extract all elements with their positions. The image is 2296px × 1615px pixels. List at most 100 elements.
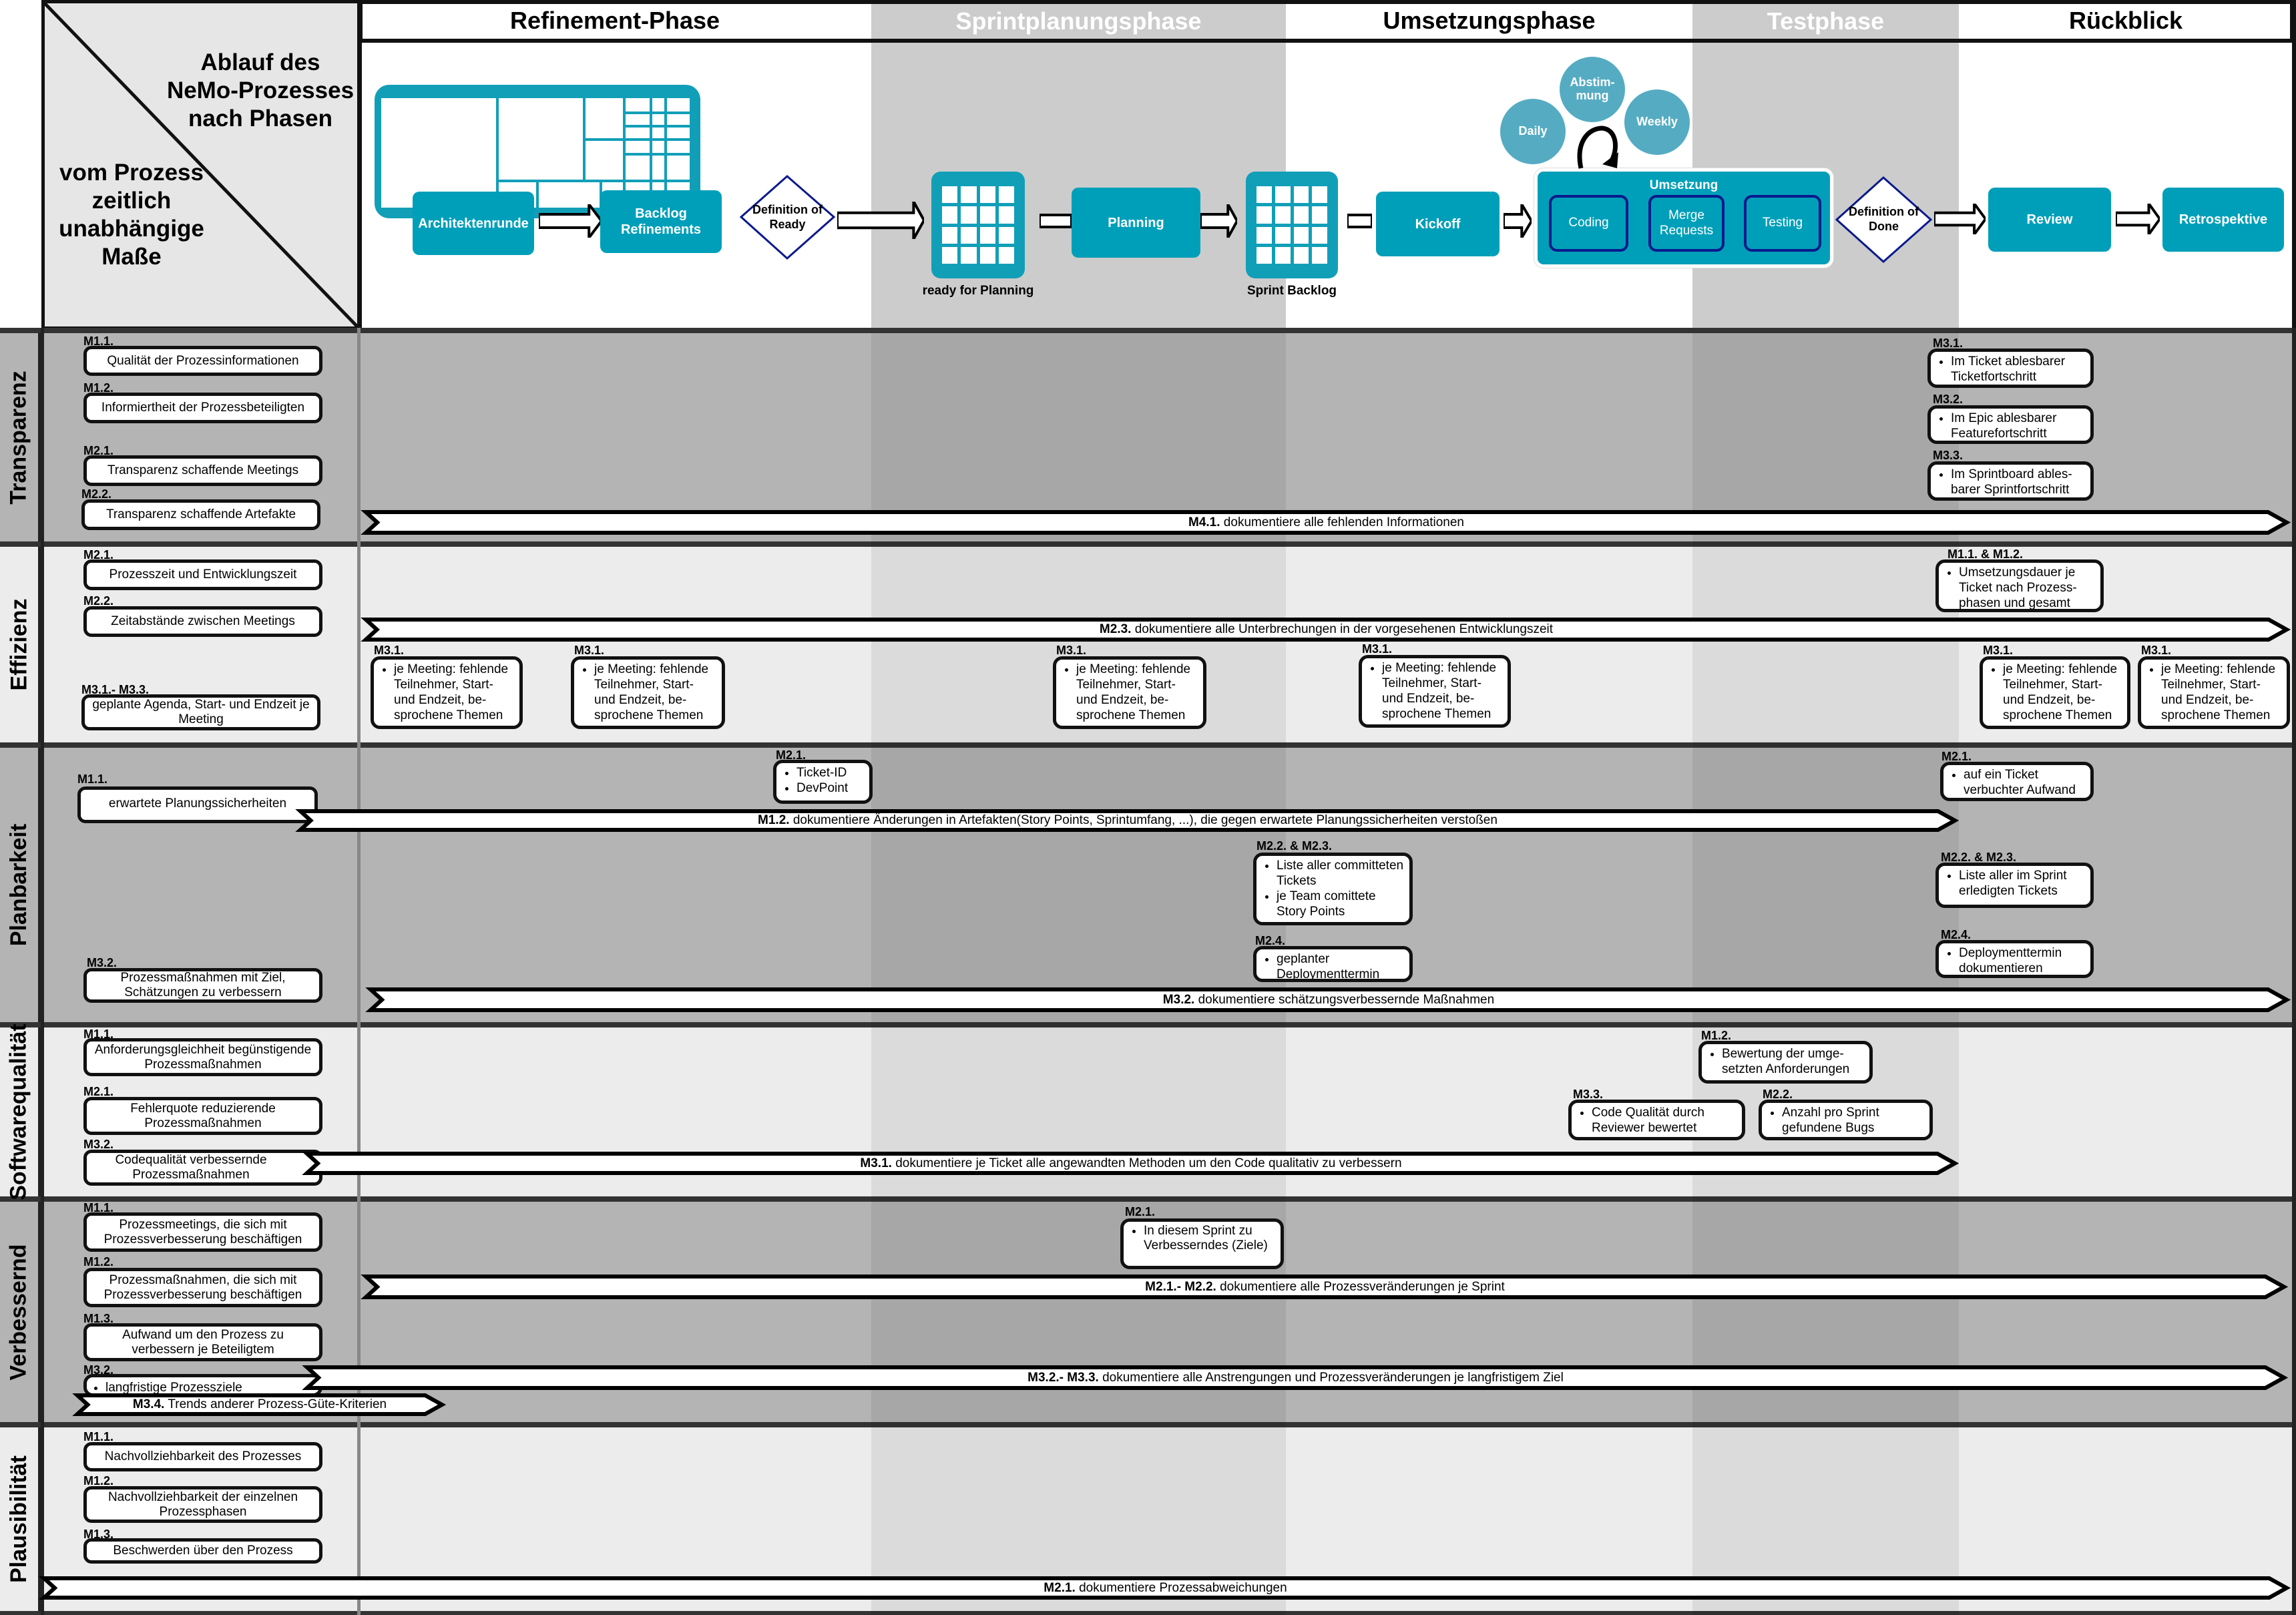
category-transparenz: Transparenz bbox=[0, 333, 41, 541]
coding-box: Coding bbox=[1549, 195, 1628, 252]
definition-of-done-label: Definition of Done bbox=[1849, 205, 1919, 233]
phase-header-umsetzung: Umsetzungsphase bbox=[1383, 6, 1596, 34]
band-arrow-shape bbox=[302, 1365, 2289, 1390]
band-arrow-shape bbox=[361, 510, 2291, 535]
note-box: Anzahl pro Sprint gefundene Bugs bbox=[1759, 1100, 1933, 1140]
note-bullet: Liste aller committeten Tickets bbox=[1277, 858, 1405, 889]
band-arrow-shape bbox=[365, 987, 2291, 1012]
metric-code: M1.3. bbox=[83, 1528, 114, 1541]
band-code: M1.2. bbox=[758, 813, 790, 827]
testphase-column-shade bbox=[1692, 333, 1959, 1615]
category-effizienz: Effizienz bbox=[0, 547, 41, 742]
metric-code: M3.1.- M3.3. bbox=[81, 683, 150, 696]
note-box: Code Qualität durch Reviewer bewertet bbox=[1568, 1100, 1745, 1140]
row-planbarkeit bbox=[0, 742, 2296, 1022]
note-bullet: je Meeting: fehlende Teilnehmer, Start- … bbox=[2003, 662, 2123, 723]
row-transparenz bbox=[0, 328, 2296, 541]
sprintplanung-column-shade bbox=[871, 333, 1286, 1615]
metric-code: M2.1. bbox=[83, 444, 114, 457]
note-code: M2.1. bbox=[1125, 1205, 1156, 1218]
note-code: M3.1. bbox=[1056, 644, 1087, 657]
note-bullet: Liste aller im Sprint erledigten Tickets bbox=[1959, 868, 2086, 899]
flow-arrow-icon bbox=[1200, 204, 1237, 238]
note-code: M2.1. bbox=[1941, 750, 1972, 763]
product-backlog-board-icon bbox=[375, 85, 700, 218]
note-box: Deploymenttermin dokumentieren bbox=[1935, 940, 2094, 978]
note-box: auf ein Ticket verbuchter Aufwand bbox=[1940, 762, 2094, 801]
note-box: je Meeting: fehlende Teilnehmer, Start- … bbox=[371, 656, 523, 729]
metric-box: Fehlerquote reduzierende Prozessmaßnahme… bbox=[83, 1097, 322, 1135]
flow-arrow-icon bbox=[1934, 204, 1986, 234]
note-bullet: je Meeting: fehlende Teilnehmer, Start- … bbox=[1382, 660, 1504, 722]
band-code: M3.1. bbox=[860, 1156, 892, 1170]
note-box: je Meeting: fehlende Teilnehmer, Start- … bbox=[571, 656, 725, 729]
note-box: Liste aller committeten Ticketsje Team c… bbox=[1253, 853, 1413, 925]
note-bullet: Im Epic ablesbarer Featurefortschritt bbox=[1951, 411, 2086, 441]
flow-arrow-icon bbox=[1040, 211, 1072, 231]
band-verbessernd-m3-4: M3.4. Trends anderer Prozess-Güte-Kriter… bbox=[72, 1393, 447, 1416]
band-code: M4.1. bbox=[1188, 515, 1220, 529]
note-bullet: Deploymenttermin dokumentieren bbox=[1959, 945, 2086, 975]
note-bullet: Bewertung der umge-setzten Anforderungen bbox=[1722, 1046, 1865, 1077]
flow-arrow-icon bbox=[1347, 211, 1372, 231]
note-bullet: je Meeting: fehlende Teilnehmer, Start- … bbox=[2161, 662, 2283, 723]
band-arrow-shape bbox=[302, 1152, 1960, 1175]
category-label: Planbarkeit bbox=[6, 823, 31, 947]
note-box: je Meeting: fehlende Teilnehmer, Start- … bbox=[1053, 656, 1206, 729]
note-box: Ticket-IDDevPoint bbox=[773, 760, 873, 804]
note-bullet: DevPoint bbox=[796, 780, 865, 796]
corner-cell: Ablauf des NeMo-Prozesses nach Phasen vo… bbox=[41, 0, 361, 330]
note-bullet: je Team comittete Story Points bbox=[1277, 889, 1405, 919]
band-transparenz-m4-1: M4.1. dokumentiere alle fehlenden Inform… bbox=[361, 510, 2291, 535]
note-code: M3.1. bbox=[574, 644, 605, 657]
left-border bbox=[41, 328, 44, 1615]
band-code: M2.3. bbox=[1099, 622, 1132, 636]
metric-code: M3.2. bbox=[83, 1138, 114, 1151]
note-code: M2.4. bbox=[1941, 928, 1972, 941]
metric-code: M1.2. bbox=[83, 1474, 114, 1487]
metric-box: Prozessmaßnahmen, die sich mit Prozessve… bbox=[83, 1268, 322, 1307]
band-text: dokumentiere Änderungen in Artefakten(St… bbox=[789, 813, 1498, 827]
metric-box: Informiertheit der Prozessbeteiligten bbox=[83, 393, 322, 423]
band-planbarkeit-m3-2: M3.2. dokumentiere schätzungsverbessernd… bbox=[365, 987, 2291, 1012]
metric-code: M1.1. bbox=[77, 772, 108, 786]
note-bullet: langfristige Prozessziele bbox=[105, 1380, 315, 1393]
note-code: M3.1. bbox=[374, 644, 405, 657]
band-arrow-polygon bbox=[302, 1152, 1960, 1175]
note-bullet: Im Ticket ablesbarer Ticketfortschritt bbox=[1951, 354, 2086, 385]
metric-code: M2.2. bbox=[81, 487, 112, 501]
note-code: M3.1. bbox=[2141, 644, 2172, 657]
note-code: M3.1. bbox=[1983, 644, 2014, 657]
note-code: M1.1. & M1.2. bbox=[1947, 547, 2024, 561]
note-bullet: je Meeting: fehlende Teilnehmer, Start- … bbox=[1076, 662, 1199, 723]
note-box: je Meeting: fehlende Teilnehmer, Start- … bbox=[1980, 656, 2130, 729]
band-code: M2.1. bbox=[1044, 1580, 1076, 1595]
phase-header-testphase: Testphase bbox=[1692, 4, 1959, 39]
metric-box: geplante Agenda, Start- und Endzeit je M… bbox=[81, 694, 320, 730]
band-arrow-shape bbox=[295, 809, 1960, 832]
note-box: je Meeting: fehlende Teilnehmer, Start- … bbox=[2138, 656, 2290, 729]
daily-meeting-circle: Daily bbox=[1500, 99, 1566, 164]
band-arrow-shape bbox=[361, 1275, 2289, 1299]
metric-box: langfristige Prozessziele bbox=[83, 1374, 322, 1397]
band-arrow-polygon bbox=[361, 510, 2291, 535]
band-text: dokumentiere alle Anstrengungen und Proz… bbox=[1098, 1370, 1564, 1385]
note-bullet: je Meeting: fehlende Teilnehmer, Start- … bbox=[594, 662, 718, 723]
note-bullet: In diesem Sprint zu Verbesserndes (Ziele… bbox=[1144, 1224, 1277, 1253]
band-effizienz-m2-3: M2.3. dokumentiere alle Unterbrechungen … bbox=[361, 618, 2291, 642]
loop-arrow-icon bbox=[1577, 126, 1618, 169]
retrospektive-box: Retrospektive bbox=[2162, 188, 2284, 252]
note-box: je Meeting: fehlende Teilnehmer, Start- … bbox=[1359, 655, 1511, 728]
band-text: dokumentiere je Ticket alle angewandten … bbox=[891, 1156, 1402, 1170]
category-label: Effizienz bbox=[6, 598, 31, 691]
ready-for-planning-board-icon bbox=[931, 172, 1025, 278]
sprint-backlog-board-icon bbox=[1246, 172, 1338, 278]
note-code: M3.3. bbox=[1573, 1088, 1604, 1101]
metric-box: Codequalität verbessernde Prozessmaßnahm… bbox=[83, 1150, 322, 1186]
note-box: geplanter Deploymenttermin bbox=[1253, 946, 1413, 982]
corner-diagonal bbox=[45, 3, 357, 326]
band-softwarequalitaet-m3-1: M3.1. dokumentiere je Ticket alle angewa… bbox=[302, 1152, 1960, 1175]
metric-code: M1.2. bbox=[83, 1255, 114, 1268]
note-box: Im Sprintboard ables-barer Sprintfortsch… bbox=[1927, 461, 2094, 501]
phase-header-rueckblick: Rückblick bbox=[2068, 6, 2183, 34]
